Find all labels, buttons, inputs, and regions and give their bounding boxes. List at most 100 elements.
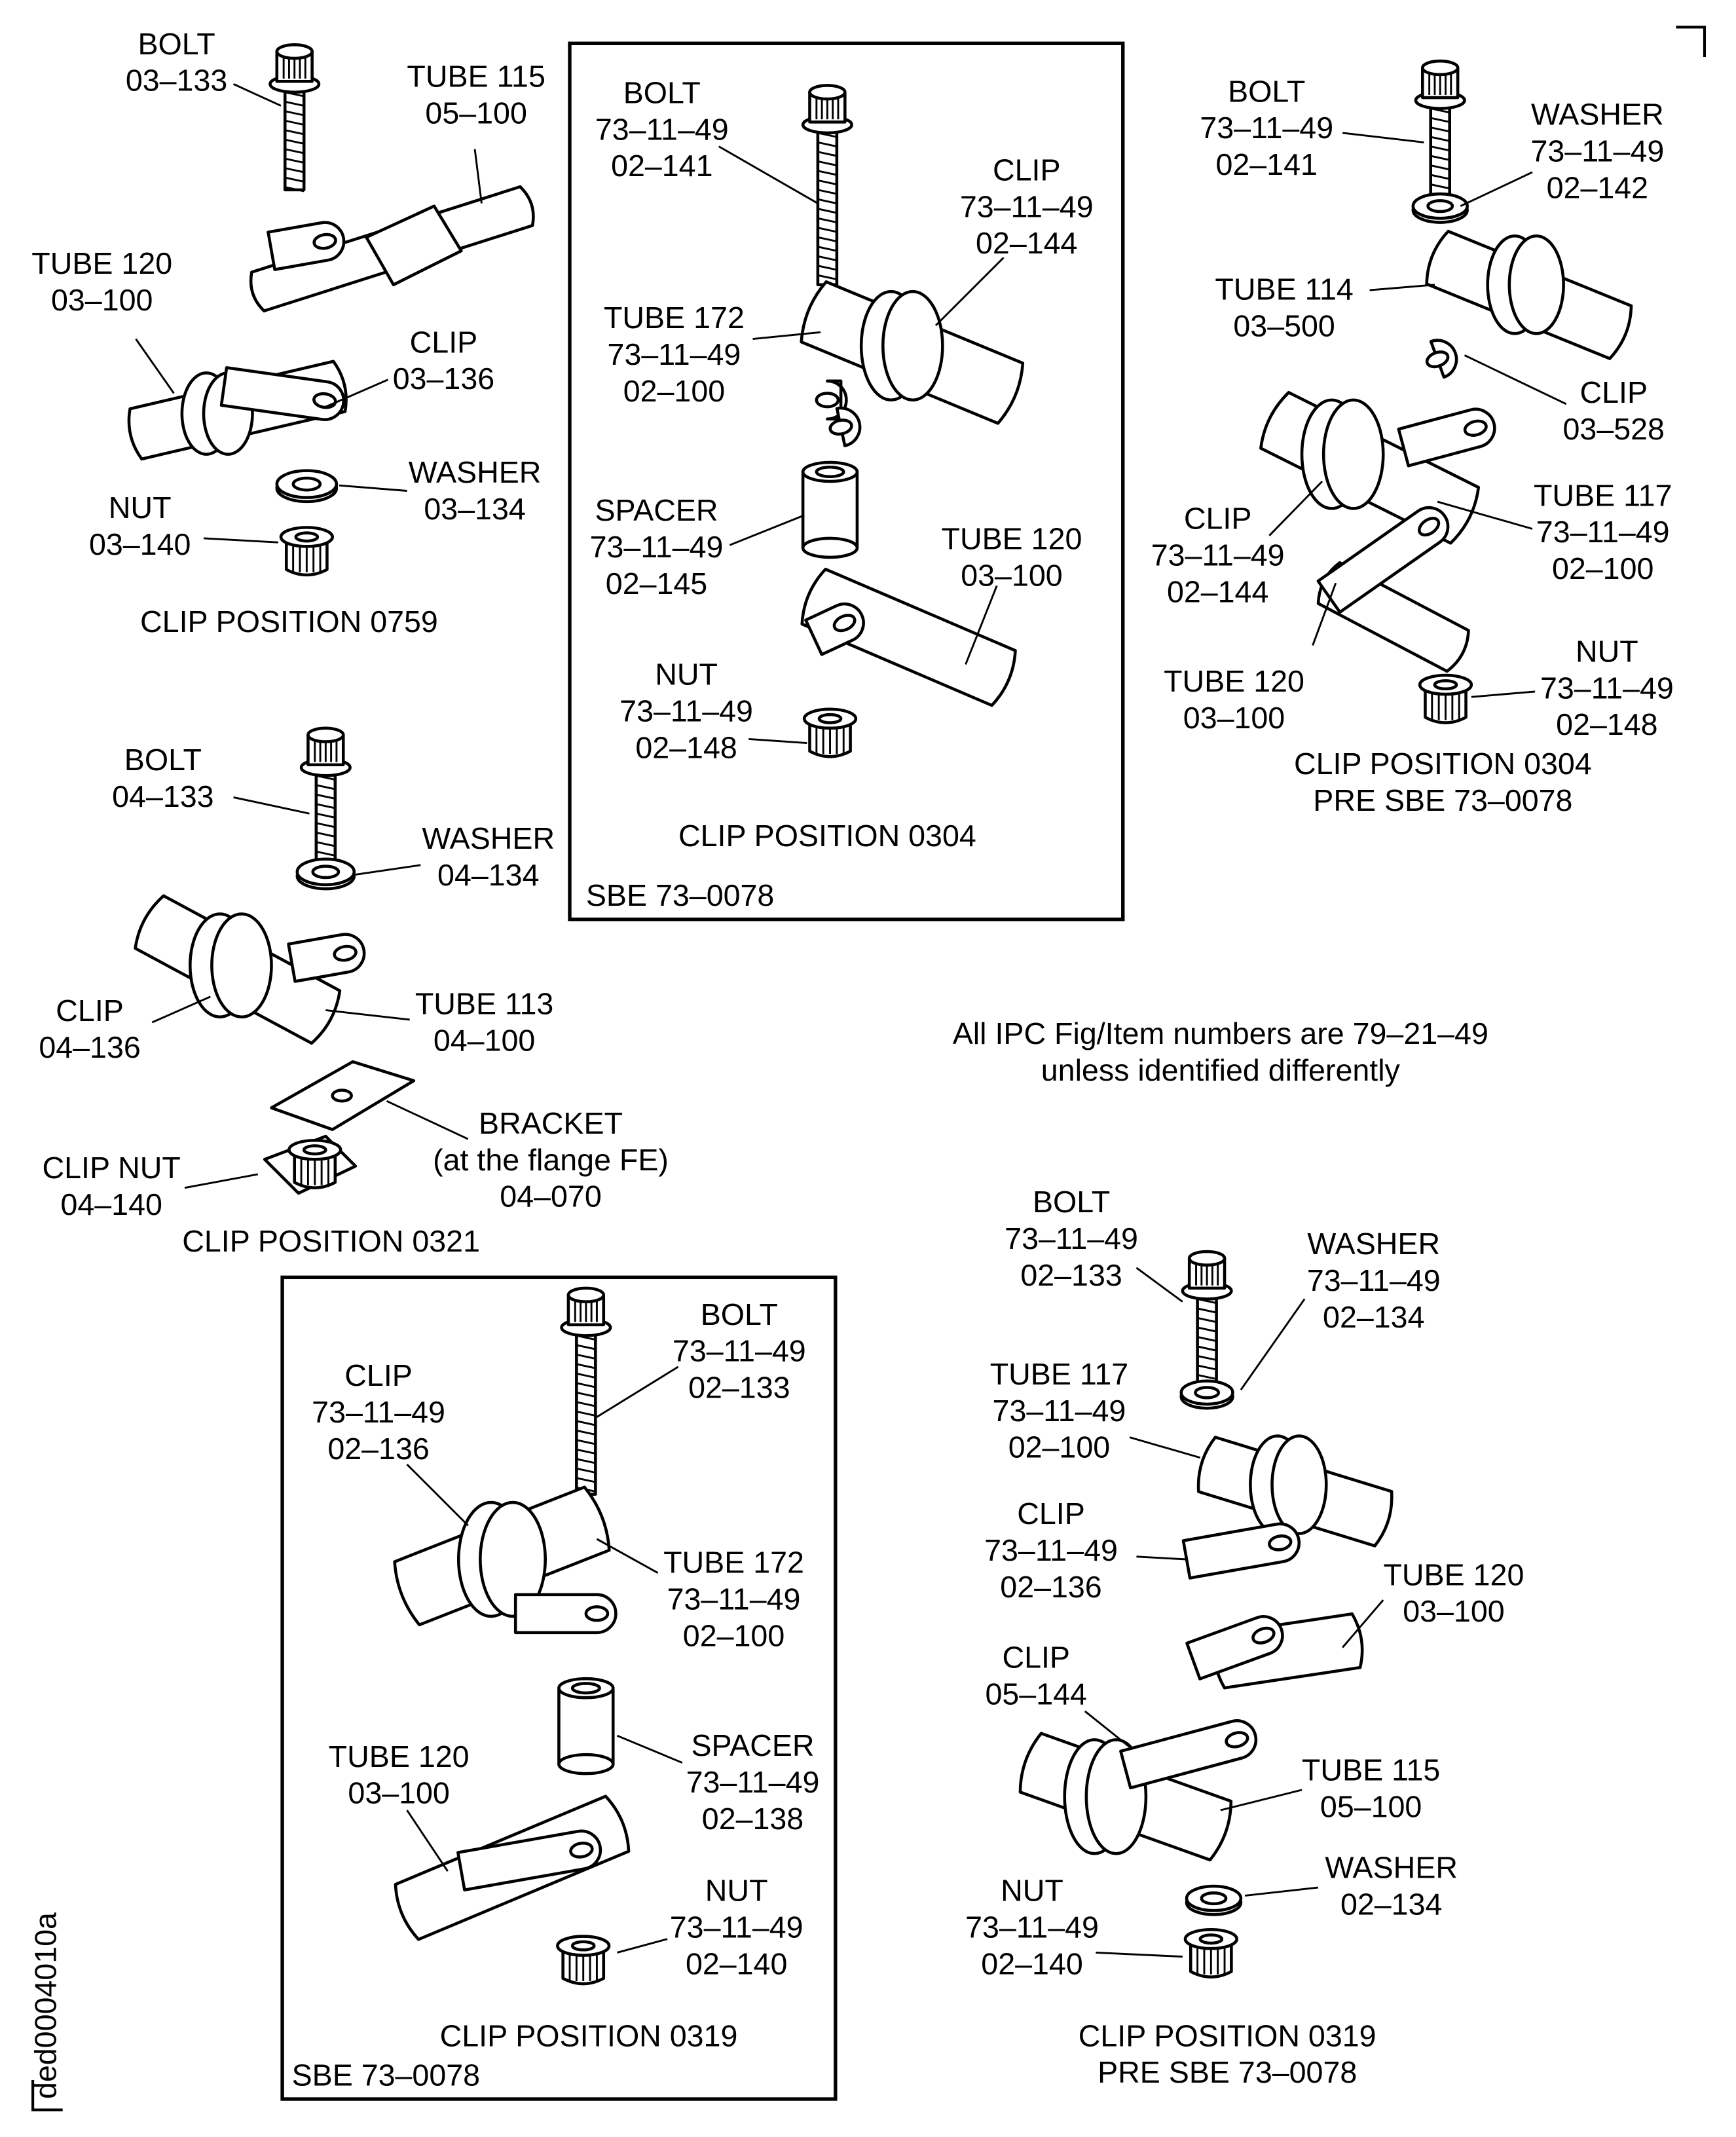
callout-tube-120: TUBE 120 — [1383, 1557, 1524, 1591]
callout-clip-05-144: 05–144 — [986, 1677, 1087, 1711]
clip-position-caption: PRE SBE 73–0078 — [1313, 783, 1572, 817]
clip-tab-part — [456, 1829, 602, 1892]
leader-line — [1342, 132, 1424, 143]
callout-clip-02-136: 73–11–49 — [984, 1533, 1118, 1567]
callout-tube-120: 03–100 — [1403, 1594, 1504, 1628]
clip-tab-part — [1181, 1522, 1301, 1580]
clip-band-part — [1486, 234, 1565, 335]
leader-line — [1464, 354, 1567, 405]
clip-band-part — [1300, 398, 1385, 510]
tube-part — [800, 567, 1017, 707]
callout-spacer: 02–138 — [702, 1802, 803, 1836]
clip-position-caption: CLIP POSITION 0321 — [182, 1224, 480, 1258]
callout-clip-02-136: 02–136 — [1000, 1570, 1101, 1604]
sbe-frame — [568, 41, 1125, 921]
callout-bolt: BOLT — [1033, 1185, 1110, 1219]
callout-nut: 73–11–49 — [619, 694, 753, 728]
callout-tube-120: 03–100 — [961, 558, 1062, 592]
callout-clip-02-144: 02–144 — [1167, 574, 1268, 608]
nut-part — [1183, 1927, 1238, 1979]
callout-washer-02-134-top: WASHER — [1307, 1227, 1440, 1261]
callout-clip: 73–11–49 — [312, 1395, 445, 1429]
bolt-part — [1181, 1250, 1233, 1390]
washer-part — [295, 857, 356, 891]
callout-nut: 02–140 — [686, 1947, 787, 1981]
callout-clip-nut: 04–140 — [60, 1187, 162, 1221]
callout-tube-172: TUBE 172 — [663, 1546, 804, 1580]
callout-washer-02-134-top: 73–11–49 — [1307, 1263, 1441, 1297]
callout-nut: NUT — [1001, 1874, 1063, 1908]
callout-tube-172: 02–100 — [623, 374, 725, 408]
callout-bolt: BOLT — [701, 1297, 778, 1331]
callout-tube-114: 03–500 — [1233, 308, 1335, 343]
leader-line — [325, 379, 389, 408]
clip-band-part — [859, 289, 944, 402]
clip-position-caption: CLIP POSITION 0319 — [440, 2018, 738, 2053]
clip-tab-part — [804, 602, 865, 656]
callout-clip-03-528: 03–528 — [1563, 412, 1665, 446]
callout-washer-02-134: 02–134 — [1340, 1887, 1442, 1921]
ipc-note-line-1: All IPC Fig/Item numbers are 79–21–49 — [953, 1016, 1488, 1050]
sbe-frame — [280, 1275, 838, 2101]
clip-tab-part — [1119, 1719, 1258, 1790]
clip-tab-part — [1397, 407, 1496, 468]
callout-bracket: 04–070 — [500, 1180, 601, 1214]
fitting-hex-part — [365, 204, 463, 287]
clip-tab-part — [287, 933, 366, 983]
clip-tab-part — [1316, 506, 1450, 614]
callout-nut: 73–11–49 — [1540, 671, 1674, 705]
callout-tube-120: TUBE 120 — [31, 246, 172, 280]
callout-bolt: 73–11–49 — [673, 1334, 806, 1368]
leader-line — [752, 331, 821, 341]
callout-bolt: 02–133 — [688, 1371, 790, 1405]
clip-position-caption: CLIP POSITION 0304 — [678, 819, 976, 853]
bolt-part — [560, 1286, 612, 1496]
callout-clip: CLIP — [56, 994, 124, 1028]
leader-line — [1220, 1789, 1302, 1812]
sbe-note: SBE 73–0078 — [586, 878, 774, 912]
washer-part — [1185, 1884, 1243, 1916]
callout-washer-02-134: WASHER — [1325, 1851, 1458, 1885]
leader-line — [1471, 690, 1536, 698]
callout-clip-02-136: CLIP — [1017, 1496, 1085, 1531]
callout-clip-03-528: CLIP — [1579, 375, 1648, 409]
clip-band-part — [1249, 1434, 1328, 1535]
callout-washer: 04–134 — [437, 858, 539, 892]
spacer-part — [801, 460, 859, 559]
leader-line — [748, 737, 807, 745]
callout-clip-nut: CLIP NUT — [43, 1151, 181, 1185]
clip-position-caption: PRE SBE 73–0078 — [1098, 2055, 1357, 2089]
callout-tube-115: 05–100 — [425, 96, 526, 130]
callout-washer: 02–142 — [1547, 170, 1648, 204]
callout-washer: 73–11–49 — [1531, 134, 1665, 168]
callout-tube-117: 73–11–49 — [993, 1394, 1126, 1428]
callout-spacer: 73–11–49 — [686, 1765, 820, 1799]
washer-part — [1179, 1379, 1234, 1410]
clip-position-caption: CLIP POSITION 0759 — [140, 604, 438, 639]
callout-spacer: SPACER — [691, 1728, 814, 1762]
leader-line — [135, 338, 175, 394]
leader-line — [203, 537, 278, 544]
callout-spacer: 73–11–49 — [590, 530, 724, 564]
callout-washer: WASHER — [1531, 97, 1664, 131]
clip-band-part — [456, 1500, 547, 1618]
clip-band-part — [180, 371, 254, 456]
callout-tube-117: TUBE 117 — [1534, 478, 1672, 512]
leader-line — [1460, 171, 1533, 208]
callout-tube-117: 73–11–49 — [1536, 515, 1670, 549]
clip-tab-part — [1185, 1615, 1284, 1681]
leader-line — [406, 1464, 469, 1527]
callout-tube-120: 03–100 — [1183, 701, 1285, 735]
callout-bolt: BOLT — [124, 743, 202, 777]
callout-clip: 03–136 — [393, 362, 494, 396]
leader-line — [184, 1173, 259, 1189]
clip-position-0319-sbe: BOLT73–11–4902–133CLIP73–11–4902–136TUBE… — [292, 1297, 820, 2092]
leader-line — [1240, 1298, 1306, 1391]
callout-bolt: 03–133 — [126, 64, 227, 98]
leader-line — [325, 1009, 410, 1021]
callout-tube-113: 04–100 — [434, 1024, 535, 1058]
